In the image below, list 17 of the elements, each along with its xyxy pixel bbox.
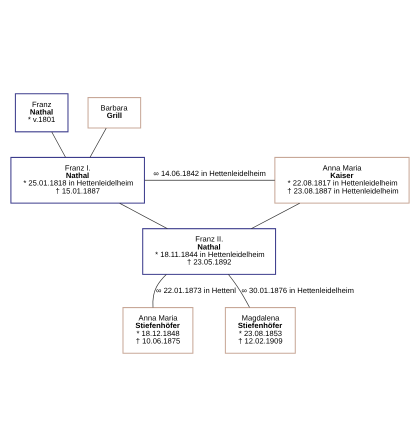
edge-label: ∞ 30.01.1876 in Hettenleidelheim [241,285,354,294]
connector [119,202,168,229]
node-box: Franz I. Nathal * 25.01.1818 in Hettenleidelheim † 15.01.1887 [10,156,145,204]
node-box: Franz Nathal * v.1801 [14,92,68,132]
edge-label: ∞ 14.06.1842 in Hettenleidelheim [153,168,266,178]
node-box: Anna Maria Stiefenhöfer * 18.12.1848 † 10.06.1875 [122,306,194,354]
connector [90,127,107,158]
connector [152,274,167,308]
edge-label: ∞ 22.01.1873 in Hettenl [156,285,236,294]
connector [250,202,300,229]
connector [228,274,250,308]
connector [51,131,66,158]
connector [144,179,276,180]
node-box: Magdalena Stiefenhöfer * 23.08.1853 † 12.02.1909 [224,306,296,354]
node-box: Barbara Grill [88,96,142,128]
node-box: Franz II. Nathal * 18.11.1844 in Hettenleidelheim † 23.05.1892 [142,228,276,274]
node-box: Anna Maria Kaiser * 22.08.1817 in Hettenleidelheim † 23.08.1887 in Hettenleidelheim [274,156,410,204]
